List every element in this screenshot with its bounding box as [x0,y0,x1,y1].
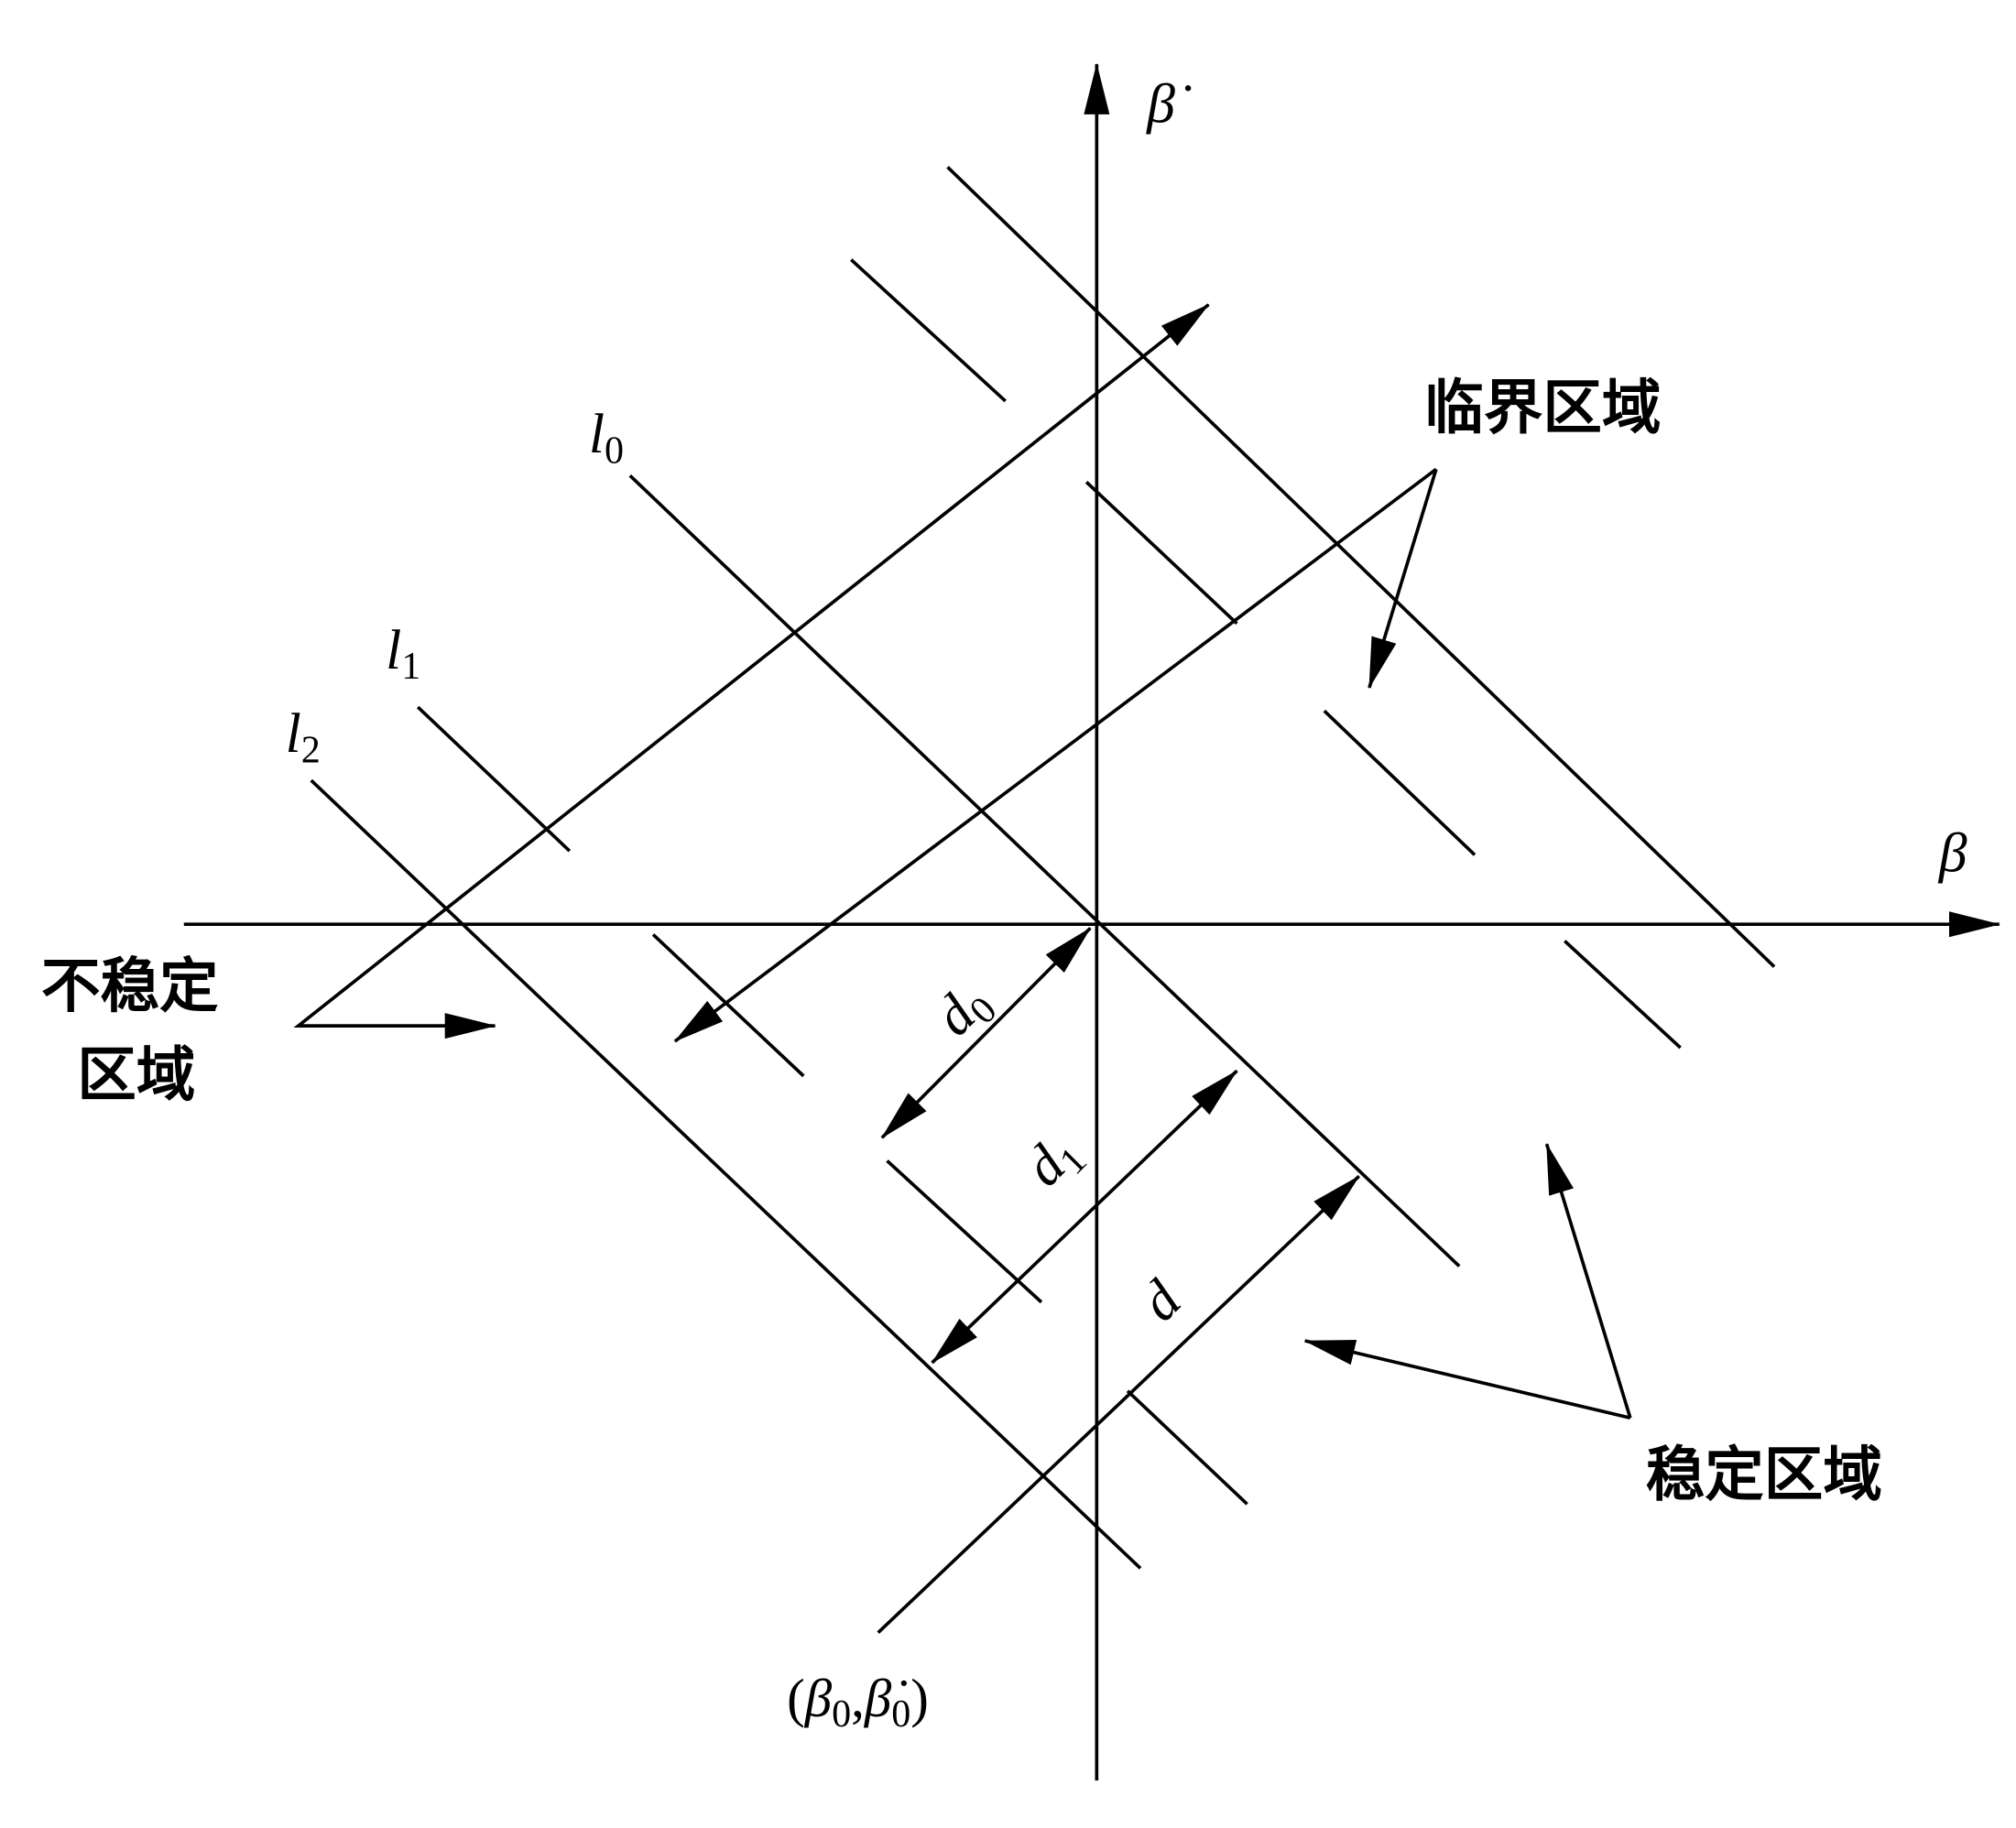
label-l0: l0 [589,403,624,472]
critical-region-label: 临界区域 [1424,374,1661,442]
x-axis-label: β [1938,822,1967,885]
line-l1-dashed [416,705,1248,1506]
distance-d-arrow [877,1175,1360,1634]
critical-arrow-2 [1368,468,1438,690]
unstable-region-label-1: 不稳定 [41,952,219,1021]
label-l1: l1 [386,619,420,688]
unstable-pointer [293,303,1210,1039]
line-l2 [310,778,1142,1570]
unstable-region-label-2: 区域 [77,1041,195,1110]
label-d1: d1 [1013,1120,1095,1202]
critical-arrow-1 [673,467,1438,1043]
label-d: d [1128,1268,1193,1333]
stable-arrow-1 [1303,1339,1631,1420]
label-l2: l2 [286,702,321,771]
initial-point-label: (β0,β̇0) [787,1668,929,1736]
y-axis-label: β̇ [1146,72,1192,135]
distance-d0-arrow [880,927,1092,1139]
stable-arrow-2 [1544,1142,1632,1419]
distance-d1-arrow [931,1069,1238,1365]
stable-region-label: 稳定区域 [1646,1441,1882,1509]
line-upper-boundary [946,166,1776,968]
label-d0: d0 [923,970,1006,1052]
